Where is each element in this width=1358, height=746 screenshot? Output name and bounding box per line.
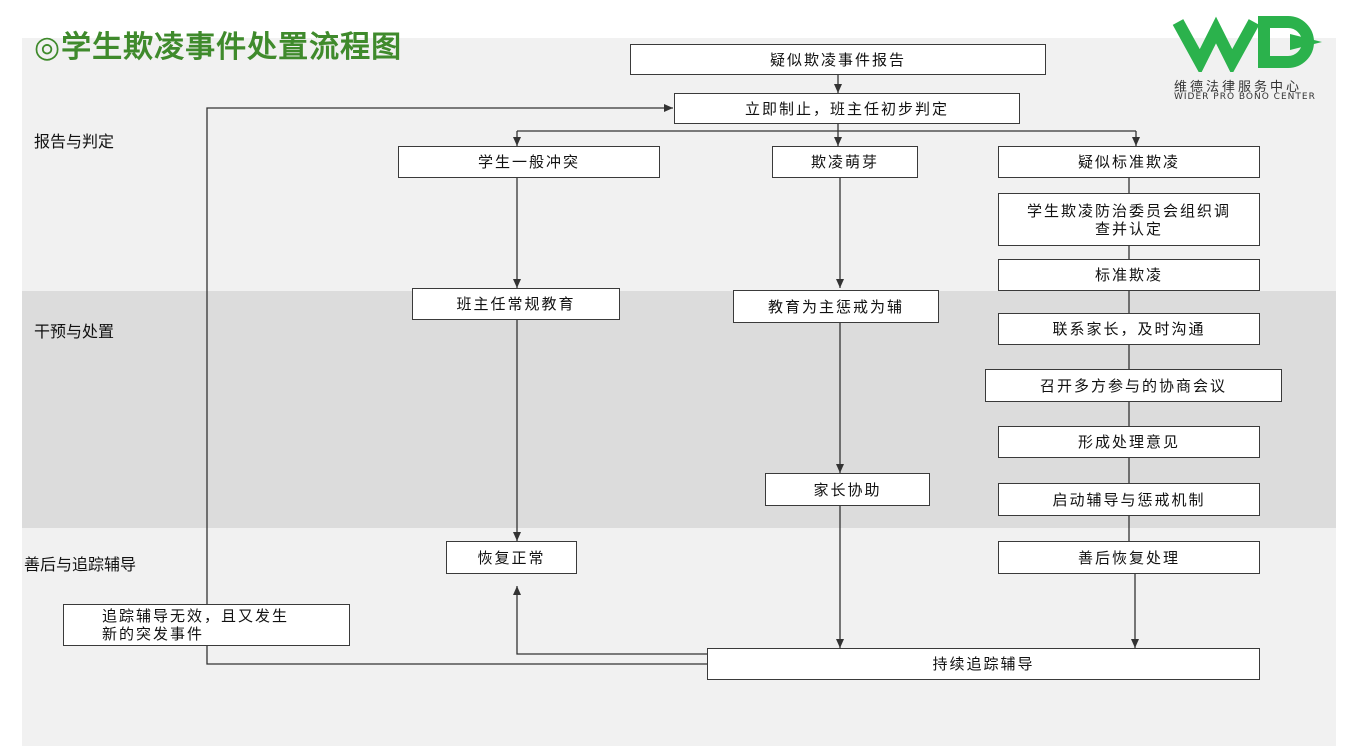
node-mechanism: 启动辅导与惩戒机制 <box>998 483 1260 516</box>
node-suspected-standard: 疑似标准欺凌 <box>998 146 1260 178</box>
stage-label-aftercare: 善后与追踪辅导 <box>24 555 137 574</box>
arrow-loop-back <box>206 104 707 665</box>
node-recover: 恢复正常 <box>446 541 577 574</box>
logo-name-cn: 维德法律服务中心 <box>1174 80 1303 95</box>
arrow-tracking-recover <box>513 586 707 655</box>
node-committee: 学生欺凌防治委员会组织调查并认定 <box>998 193 1260 246</box>
node-meeting: 召开多方参与的协商会议 <box>985 369 1282 402</box>
logo-name-en: WIDER PRO BONO CENTER <box>1174 92 1316 102</box>
node-report: 疑似欺凌事件报告 <box>630 44 1046 75</box>
node-bullying-bud: 欺凌萌芽 <box>772 146 918 178</box>
node-parent-help: 家长协助 <box>765 473 930 506</box>
node-routine-education: 班主任常规教育 <box>412 288 620 320</box>
node-education-first: 教育为主惩戒为辅 <box>733 290 939 323</box>
node-contact-parents: 联系家长，及时沟通 <box>998 313 1260 345</box>
node-aftercare: 善后恢复处理 <box>998 541 1260 574</box>
node-stop: 立即制止，班主任初步判定 <box>674 93 1020 124</box>
page-title: ◎学生欺凌事件处置流程图 <box>34 30 403 65</box>
wd-logo-icon <box>1172 16 1322 72</box>
node-ineffective: 追踪辅导无效，且又发生新的突发事件 <box>63 604 350 646</box>
logo: 维德法律服务中心 WIDER PRO BONO CENTER <box>1170 12 1340 107</box>
node-opinion: 形成处理意见 <box>998 426 1260 458</box>
node-general-conflict: 学生一般冲突 <box>398 146 660 178</box>
stage-label-intervention: 干预与处置 <box>34 322 115 341</box>
node-tracking: 持续追踪辅导 <box>707 648 1260 680</box>
stage-label-report: 报告与判定 <box>34 132 115 151</box>
node-standard: 标准欺凌 <box>998 259 1260 291</box>
